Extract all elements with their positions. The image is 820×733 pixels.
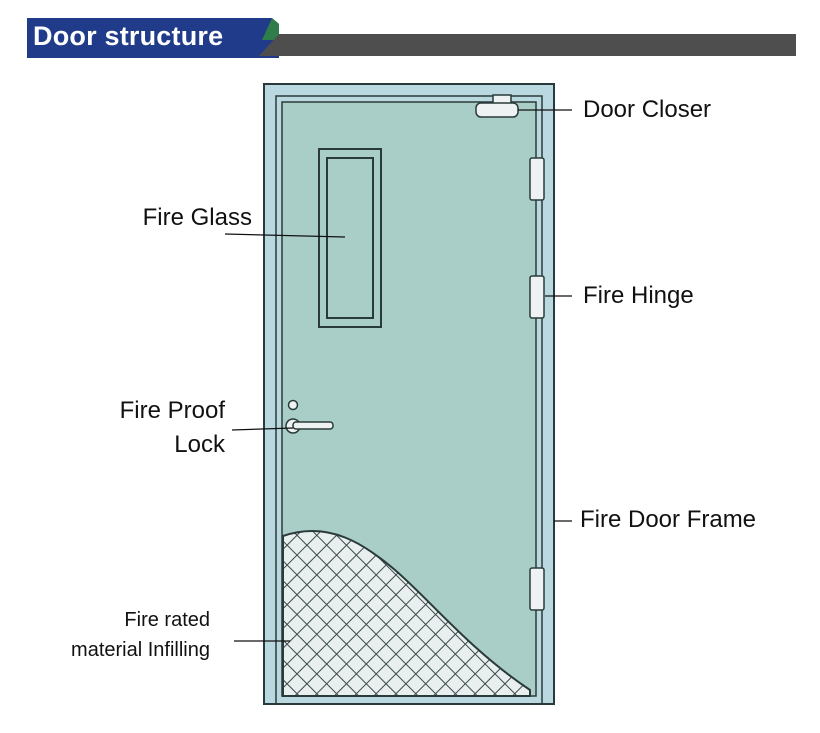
title-tab	[27, 18, 279, 58]
fire-proof-lock	[285, 399, 334, 434]
fire-hinge-top	[529, 157, 545, 201]
label-infilling-line2: material Infilling	[71, 639, 210, 661]
label-fire-hinge: Fire Hinge	[583, 282, 694, 309]
leader-fire-glass	[224, 233, 346, 238]
label-fire-proof-line2: Lock	[174, 431, 225, 458]
fire-hinge-middle	[529, 275, 545, 319]
label-fire-door-frame: Fire Door Frame	[580, 506, 757, 533]
fire-glass-pane	[326, 157, 374, 319]
leader-fire-proof-lock	[231, 427, 294, 431]
label-door-closer: Door Closer	[583, 96, 712, 123]
label-infilling-line1: Fire rated	[124, 609, 210, 631]
title-bar-background	[27, 18, 796, 58]
fire-rated-infill	[282, 530, 531, 697]
label-fire-proof-line1: Fire Proof	[119, 397, 225, 424]
section-title-bar: Door structure	[27, 18, 796, 58]
frame-inner-edge	[275, 95, 543, 705]
page-title: Door structure	[33, 21, 224, 51]
label-fire-glass: Fire Glass	[142, 204, 252, 231]
title-tab-accent	[262, 18, 279, 40]
title-rule	[259, 34, 796, 56]
fire-hinge-bottom	[529, 567, 545, 611]
